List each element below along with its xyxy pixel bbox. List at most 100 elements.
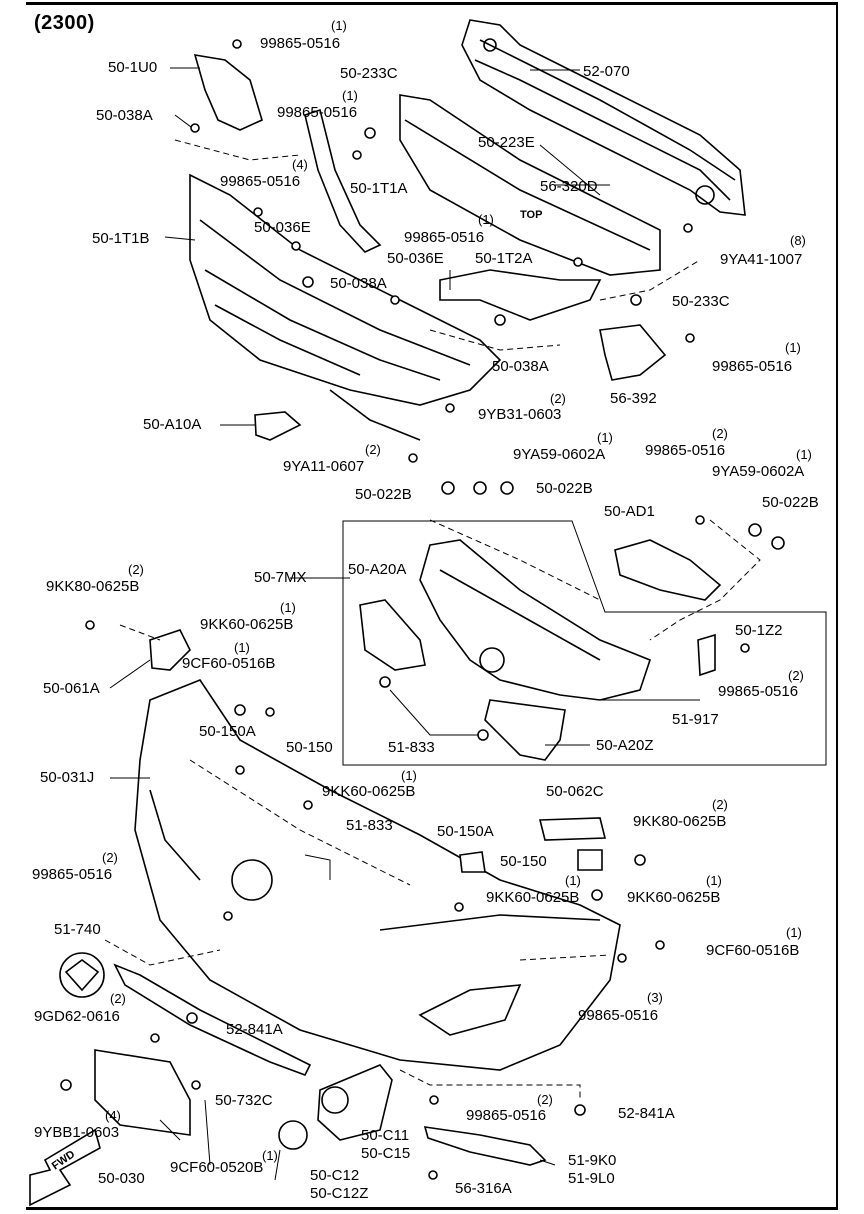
fog-lamp-bezel-part [317, 1064, 393, 1141]
label-l9: 50-1T1A [350, 180, 408, 197]
label-l72: 56-316A [455, 1180, 512, 1197]
label-l71: 51-9L0 [568, 1170, 615, 1187]
label-l53-qty: (1) [565, 873, 581, 888]
label-l62: 99865-0516 [466, 1107, 546, 1124]
label-l36: 9CF60-0516B [182, 655, 275, 672]
label-l5: 50-038A [96, 107, 153, 124]
label-l11: 50-1T1B [92, 230, 150, 247]
bracket-1z2-part [697, 633, 716, 677]
label-l26-qty: (2) [712, 426, 728, 441]
label-l64: 50-C11 [361, 1127, 409, 1144]
label-l1: 99865-0516 [260, 35, 340, 52]
label-l22: 50-A10A [143, 416, 201, 433]
label-l43: 51-833 [388, 739, 435, 756]
label-l60-qty: (4) [105, 1108, 121, 1123]
emblem-part [59, 952, 105, 998]
label-l3: 50-233C [340, 65, 398, 82]
label-l45: 50-031J [40, 769, 94, 786]
part-labels: (1) 99865-0516 50-1U0 50-233C 52-070 50-… [32, 18, 819, 1202]
top-border [26, 2, 838, 5]
label-l42: 50-150 [286, 739, 333, 756]
label-l10: 56-320D [540, 178, 598, 195]
label-l23: 9YB31-0603 [478, 406, 561, 423]
assembly-dashed-lines [104, 139, 761, 1100]
grille-bracket-part [419, 539, 651, 701]
section-code: (2300) [34, 12, 95, 34]
label-l70: 51-9K0 [568, 1152, 616, 1169]
label-l68-qty: (1) [262, 1148, 278, 1163]
label-l62-qty: (2) [537, 1092, 553, 1107]
label-l34-qty: (2) [128, 562, 144, 577]
bracket-150a-part [459, 851, 486, 873]
label-l49: 9KK80-0625B [633, 813, 726, 830]
label-l21: 56-392 [610, 390, 657, 407]
label-l51: 99865-0516 [32, 866, 112, 883]
label-l8: 99865-0516 [220, 173, 300, 190]
label-l56-qty: (1) [786, 925, 802, 940]
label-l31: 50-AD1 [604, 503, 655, 520]
label-l8-qty: (4) [292, 157, 308, 172]
label-l7: 50-223E [478, 134, 535, 151]
label-l58: 52-841A [226, 1021, 283, 1038]
label-l16: 50-1T2A [475, 250, 533, 267]
label-l46: 9KK60-0625B [322, 783, 415, 800]
label-l55: 51-740 [54, 921, 101, 938]
fastener-bolts [60, 39, 785, 1180]
label-l44: 50-A20Z [596, 737, 654, 754]
label-l20: 50-038A [492, 358, 549, 375]
deflector-a20z-part [484, 699, 566, 761]
label-l59-qty: (3) [647, 990, 663, 1005]
label-l33: 50-A20A [348, 561, 406, 578]
label-l69: 50-C12Z [310, 1185, 368, 1202]
label-l38: 99865-0516 [718, 683, 798, 700]
label-l52: 50-150 [500, 853, 547, 870]
label-l12: 50-036E [254, 219, 311, 236]
label-l57: 9GD62-0616 [34, 1008, 120, 1025]
top-mark-text: TOP [520, 209, 542, 221]
label-l29: 50-022B [536, 480, 593, 497]
cover-a10a-part [254, 411, 302, 441]
label-l24: 9YA11-0607 [283, 458, 364, 475]
bracket-150-part [577, 849, 603, 871]
grille-1t1b-part [189, 173, 502, 441]
leader-lines [109, 67, 700, 1181]
bumper-cover-part [134, 679, 621, 1071]
label-l46-qty: (1) [401, 768, 417, 783]
label-l59: 99865-0516 [578, 1007, 658, 1024]
label-l30: 50-022B [762, 494, 819, 511]
bottom-border [26, 1207, 838, 1210]
label-l66: 50-030 [98, 1170, 145, 1187]
label-l48: 50-062C [546, 783, 604, 800]
label-l13: 99865-0516 [404, 229, 484, 246]
deflector-ad1-part [614, 539, 722, 601]
label-l65: 50-C15 [361, 1145, 410, 1162]
label-l28: 50-022B [355, 486, 412, 503]
label-l2: 50-1U0 [108, 59, 157, 76]
label-l38-qty: (2) [788, 668, 804, 683]
fog-lamp-part [278, 1120, 308, 1150]
label-l61: 50-732C [215, 1092, 273, 1109]
label-l32: 50-7MX [254, 569, 307, 586]
label-l37: 50-1Z2 [735, 622, 783, 639]
energy-absorber-part: TOP [399, 94, 661, 276]
label-l14-qty: (8) [790, 233, 806, 248]
label-l67: 9CF60-0520B [170, 1159, 263, 1176]
label-l56: 9CF60-0516B [706, 942, 799, 959]
label-l35: 9KK60-0625B [200, 616, 293, 633]
label-l25: 9YA59-0602A [513, 446, 605, 463]
right-border [836, 2, 838, 1210]
license-plate-bracket-part [94, 1049, 191, 1136]
label-l60: 9YBB1-0603 [34, 1124, 119, 1141]
bracket-56-392-part [599, 324, 667, 381]
label-l19-qty: (1) [785, 340, 801, 355]
bracket-062c-part [538, 817, 607, 841]
garnish-9k0-part [423, 1126, 547, 1166]
label-l41: 50-150A [199, 723, 256, 740]
bracket-1u0-part [193, 54, 263, 131]
label-l54-qty: (1) [706, 873, 722, 888]
label-l24-qty: (2) [365, 442, 381, 457]
label-l47: 51-833 [346, 817, 393, 834]
label-l68: 50-C12 [310, 1167, 359, 1184]
